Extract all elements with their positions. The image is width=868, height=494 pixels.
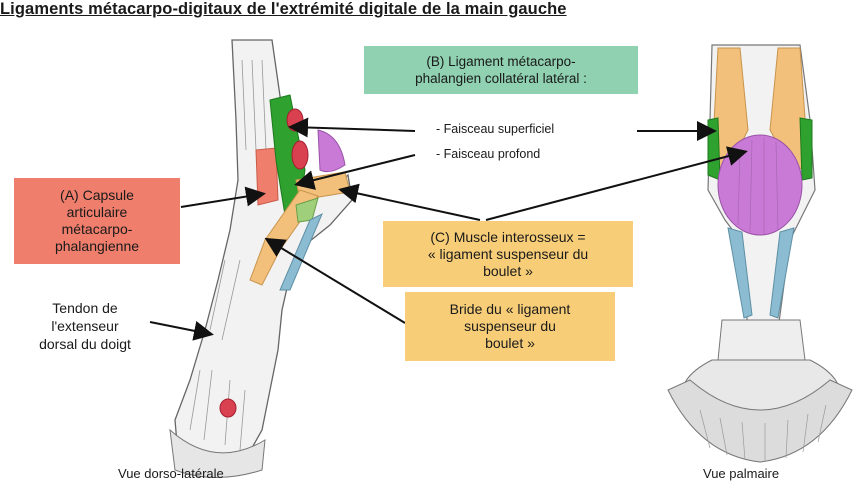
label-box-capsule: (A) Capsule articulaire métacarpo- phala… <box>14 178 180 264</box>
box-line: métacarpo- <box>61 221 133 237</box>
arrow-capsule <box>180 186 266 208</box>
arrow-superficiel-left <box>288 117 416 138</box>
caption-vue-dorso-laterale: Vue dorso-latérale <box>118 466 224 481</box>
box-line: Bride du « ligament <box>449 301 571 317</box>
arrow-profond <box>294 154 416 190</box>
label-box-muscle-interosseux: (C) Muscle interosseux = « ligament susp… <box>383 221 633 287</box>
box-line: (C) Muscle interosseux = <box>430 228 586 245</box>
tendon-line: Tendon de <box>52 300 118 316</box>
box-line: articulaire <box>66 204 128 220</box>
box-line: (B) Ligament métacarpo- <box>426 54 576 69</box>
pointer-arrows <box>149 117 748 341</box>
box-line: suspenseur du <box>464 318 556 334</box>
box-line: (A) Capsule <box>60 187 134 203</box>
box-line: phalangien collatéral latéral : <box>415 71 587 86</box>
box-line: boulet » <box>485 335 535 351</box>
tendon-line: dorsal du doigt <box>39 336 131 352</box>
arrow-bride <box>264 237 406 324</box>
right-limb-drawing <box>667 44 853 463</box>
label-tendon-extenseur: Tendon de l'extenseur dorsal du doigt <box>20 299 150 353</box>
tendon-line: l'extenseur <box>51 318 119 334</box>
caption-vue-palmaire: Vue palmaire <box>703 466 780 481</box>
label-faisceau-superficiel: - Faisceau superficiel <box>436 122 555 136</box>
arrow-interosseux-left <box>338 183 481 221</box>
label-box-ligament-collateral: (B) Ligament métacarpo- phalangien colla… <box>364 46 638 94</box>
box-line: phalangienne <box>54 238 140 254</box>
arrow-tendon <box>149 321 214 341</box>
box-line: « ligament suspenseur du <box>427 245 589 262</box>
label-box-bride: Bride du « ligament suspenseur du boulet… <box>405 292 615 361</box>
label-faisceau-profond: - Faisceau profond <box>436 147 541 161</box>
arrow-interosseux-right <box>485 146 748 221</box>
box-line: boulet » <box>483 262 533 279</box>
left-limb-drawing <box>169 39 353 478</box>
page-title: Ligaments métacarpo-digitaux de l'extrém… <box>0 0 567 18</box>
